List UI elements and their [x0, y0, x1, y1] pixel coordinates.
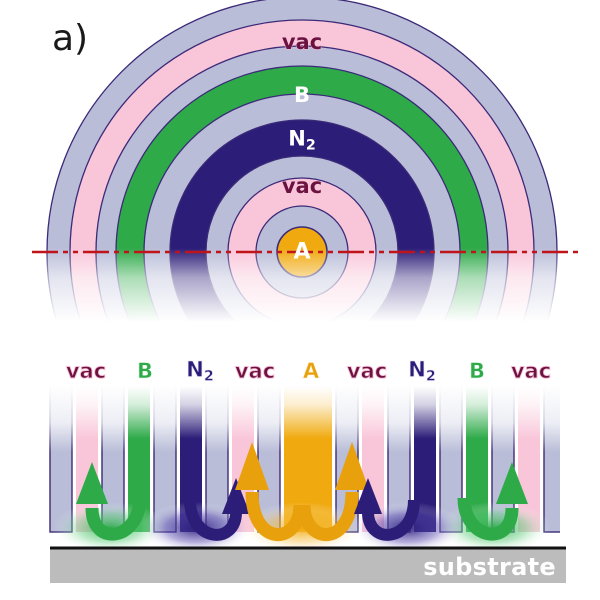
- diffusion-arrow-green-right: [457, 497, 519, 541]
- column-label-3: vac: [234, 359, 276, 384]
- column-5: [179, 384, 203, 532]
- ring-label-vac-outer: vac: [281, 30, 323, 55]
- column-label-0: vac: [65, 359, 107, 384]
- column-label-4: A: [302, 359, 320, 384]
- diffusion-arrow-orange-left-head: [235, 442, 269, 490]
- panel-letter-label: a): [52, 18, 89, 59]
- ring-label-center-A: A: [293, 239, 311, 265]
- diffusion-arrow-layer: [76, 442, 528, 542]
- substrate-bar: [50, 546, 566, 583]
- column-2: [101, 384, 125, 533]
- column-label-6: N2: [408, 357, 436, 385]
- column-6: [205, 384, 229, 533]
- ring-label-n2-ring: N2: [288, 126, 316, 154]
- diffusion-arrow-orange-right: [297, 491, 359, 542]
- diffusion-arrow-navy-right: [362, 499, 420, 541]
- column-label-8: vac: [510, 359, 552, 384]
- column-8: [257, 384, 281, 533]
- column-4: [153, 384, 177, 533]
- diffusion-arrow-navy-left: [184, 499, 242, 541]
- column-13: [413, 384, 437, 532]
- column-label-1: B: [136, 359, 154, 384]
- diffusion-arrow-green-left: [85, 497, 147, 541]
- ring-label-vac-inner: vac: [281, 174, 323, 199]
- column-label-2: N2: [186, 357, 214, 385]
- column-12: [387, 384, 411, 533]
- column-14: [439, 384, 463, 533]
- diffusion-arrow-navy-left-head: [222, 478, 250, 514]
- ring-label-b-ring: B: [293, 83, 311, 107]
- column-15: [465, 384, 489, 532]
- column-label-5: vac: [346, 359, 388, 384]
- column-label-7: B: [468, 359, 486, 384]
- diffusion-arrow-orange-right-head: [335, 442, 369, 490]
- column-3: [127, 384, 151, 532]
- substrate-label: substrate: [423, 553, 556, 581]
- diffusion-arrow-navy-right-head: [354, 478, 382, 514]
- diffusion-arrow-orange-left: [245, 491, 307, 542]
- column-0: [49, 384, 73, 533]
- diffusion-arrow-green-left-head: [76, 462, 108, 504]
- diffusion-arrow-green-right-head: [496, 462, 528, 504]
- column-18: [543, 384, 560, 533]
